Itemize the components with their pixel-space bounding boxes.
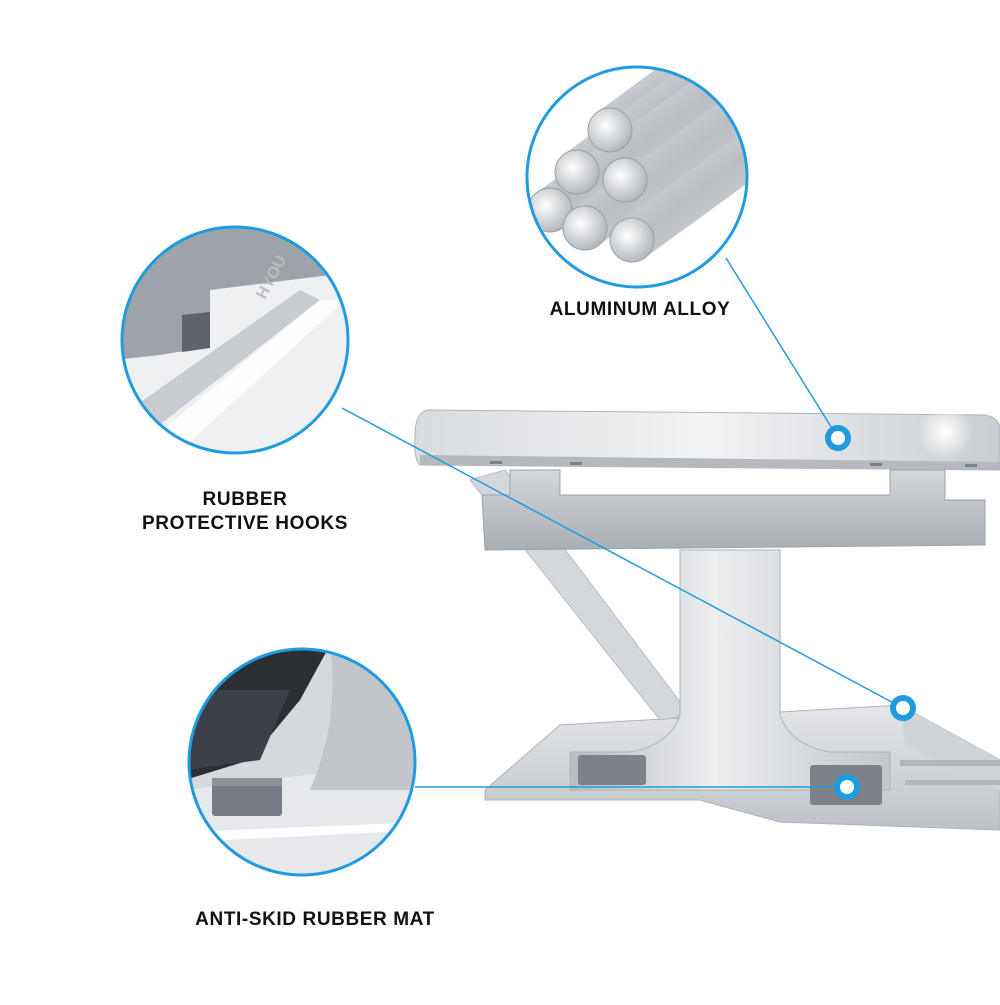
connector-hooks — [341, 407, 904, 709]
anti-skid-mat-label: ANTI-SKID RUBBER MAT — [195, 909, 435, 930]
marker-hooks — [890, 695, 916, 721]
rubber-hooks-label: RUBBER PROTECTIVE HOOKS — [110, 488, 380, 536]
rubber-mat-closeup — [187, 647, 417, 877]
hook-closeup: HYOU — [120, 225, 350, 455]
cross-bar — [481, 469, 986, 551]
center-column — [569, 549, 891, 791]
laptop-stand — [414, 404, 1000, 831]
callout-markers — [825, 425, 916, 800]
marker-mat — [834, 774, 860, 800]
rubber-hooks-label-line2: PROTECTIVE HOOKS — [142, 513, 348, 534]
top-tray — [414, 409, 1000, 471]
connector-aluminum — [725, 257, 839, 439]
base-plate-slot — [900, 705, 1000, 790]
marker-aluminum — [825, 425, 851, 451]
rubber-hooks-label-line1: RUBBER — [202, 489, 288, 510]
aluminum-alloy-label: ALUMINUM ALLOY — [549, 299, 731, 320]
rubber-foot-left — [578, 755, 646, 785]
aluminum-rods-closeup — [525, 65, 749, 289]
glare-highlight — [917, 404, 973, 460]
callout-connectors — [341, 257, 904, 788]
